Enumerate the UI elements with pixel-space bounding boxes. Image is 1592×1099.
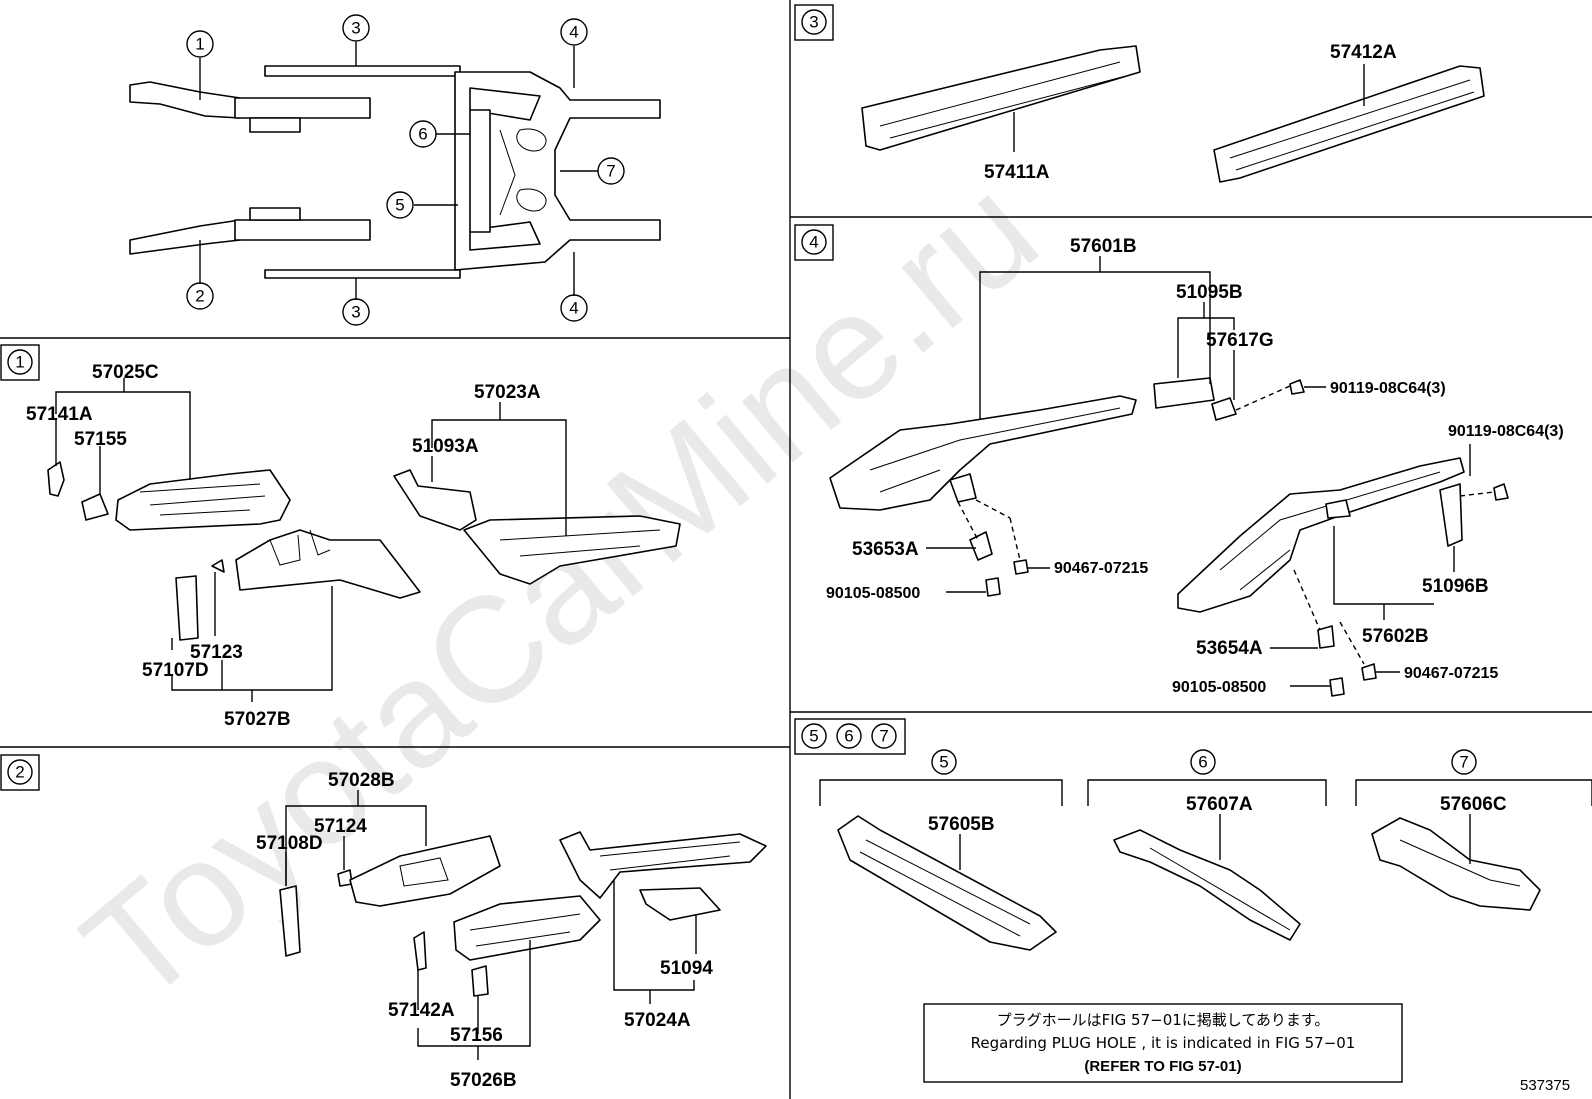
part-57142A: 57142A <box>388 1000 455 1021</box>
part-57027B: 57027B <box>224 709 291 730</box>
overview-callout-5: 5 <box>395 196 404 215</box>
part-57601B: 57601B <box>1070 236 1137 257</box>
part-57156: 57156 <box>450 1025 503 1046</box>
part-57023A: 57023A <box>474 382 541 403</box>
part-51095B: 51095B <box>1176 282 1243 303</box>
part-57107D: 57107D <box>142 660 209 681</box>
section-1: 1 57025C 57141A 57155 57023A 51093A 5712… <box>0 344 681 730</box>
part-53653A: 53653A <box>852 539 919 560</box>
section-2-tag: 2 <box>15 763 24 782</box>
overview-callout-7: 7 <box>606 162 615 181</box>
overview-callout-3-top: 3 <box>351 19 360 38</box>
section-5-6-7: 5 6 7 5 6 7 57605B 57607A 57606C プラグホールは… <box>794 718 1592 1083</box>
part-57024A: 57024A <box>624 1010 691 1031</box>
subsection-callout-5: 5 <box>939 753 948 772</box>
part-90105-08500-lower: 90105-08500 <box>1172 679 1266 696</box>
part-57605B: 57605B <box>928 814 995 835</box>
plug-hole-note-box <box>923 1003 1403 1083</box>
overview-callout-3-bottom: 3 <box>351 303 360 322</box>
note-japanese: プラグホールはFIG 57−01に掲載してあります。 <box>997 1011 1330 1029</box>
part-90467-07215-upper: 90467-07215 <box>1054 560 1148 577</box>
section-4: 4 <box>794 224 1564 697</box>
section-2: 2 57028B 57124 57108D 51094 57024A 57142… <box>0 754 767 1091</box>
part-57412A: 57412A <box>1330 42 1397 63</box>
subsection-callout-6: 6 <box>1198 753 1207 772</box>
section-3-tag: 3 <box>809 13 818 32</box>
overview-callout-6: 6 <box>418 125 427 144</box>
part-57124: 57124 <box>314 816 367 837</box>
part-53654A: 53654A <box>1196 638 1263 659</box>
part-57123: 57123 <box>190 642 243 663</box>
part-57606C: 57606C <box>1440 794 1507 815</box>
part-90119-08C64-lower: 90119-08C64(3) <box>1448 423 1564 440</box>
overview-callout-2: 2 <box>195 287 204 306</box>
section-567-tag-6: 6 <box>844 727 853 746</box>
overview-callout-1: 1 <box>195 35 204 54</box>
part-57155: 57155 <box>74 429 127 450</box>
subsection-callout-7: 7 <box>1459 753 1468 772</box>
section-4-tag: 4 <box>809 233 818 252</box>
section-567-tag-5: 5 <box>809 727 818 746</box>
part-57617G: 57617G <box>1206 330 1274 351</box>
part-57028B: 57028B <box>328 770 395 791</box>
part-57026B: 57026B <box>450 1070 517 1091</box>
part-57025C: 57025C <box>92 362 159 383</box>
part-57607A: 57607A <box>1186 794 1253 815</box>
part-57108D: 57108D <box>256 833 323 854</box>
part-90105-08500-upper: 90105-08500 <box>826 585 920 602</box>
part-51094: 51094 <box>660 958 713 979</box>
figure-number: 537375 <box>1520 1077 1570 1094</box>
section-3: 3 57411A 57412A <box>794 4 1485 183</box>
part-51093A: 51093A <box>412 436 479 457</box>
part-57411A: 57411A <box>984 162 1050 183</box>
part-57602B: 57602B <box>1362 626 1429 647</box>
overview-panel: 1 3 4 6 5 7 2 3 4 <box>129 14 661 326</box>
part-51096B: 51096B <box>1422 576 1489 597</box>
overview-callout-4-bottom: 4 <box>569 299 578 318</box>
overview-callout-4-top: 4 <box>569 23 578 42</box>
note-english: Regarding PLUG HOLE , it is indicated in… <box>971 1034 1356 1052</box>
part-90467-07215-lower: 90467-07215 <box>1404 665 1498 682</box>
section-1-tag: 1 <box>15 353 24 372</box>
part-57141A: 57141A <box>26 404 93 425</box>
section-567-tag-7: 7 <box>879 727 888 746</box>
note-reference: (REFER TO FIG 57-01) <box>1084 1058 1241 1075</box>
part-90119-08C64-upper: 90119-08C64(3) <box>1330 380 1446 397</box>
